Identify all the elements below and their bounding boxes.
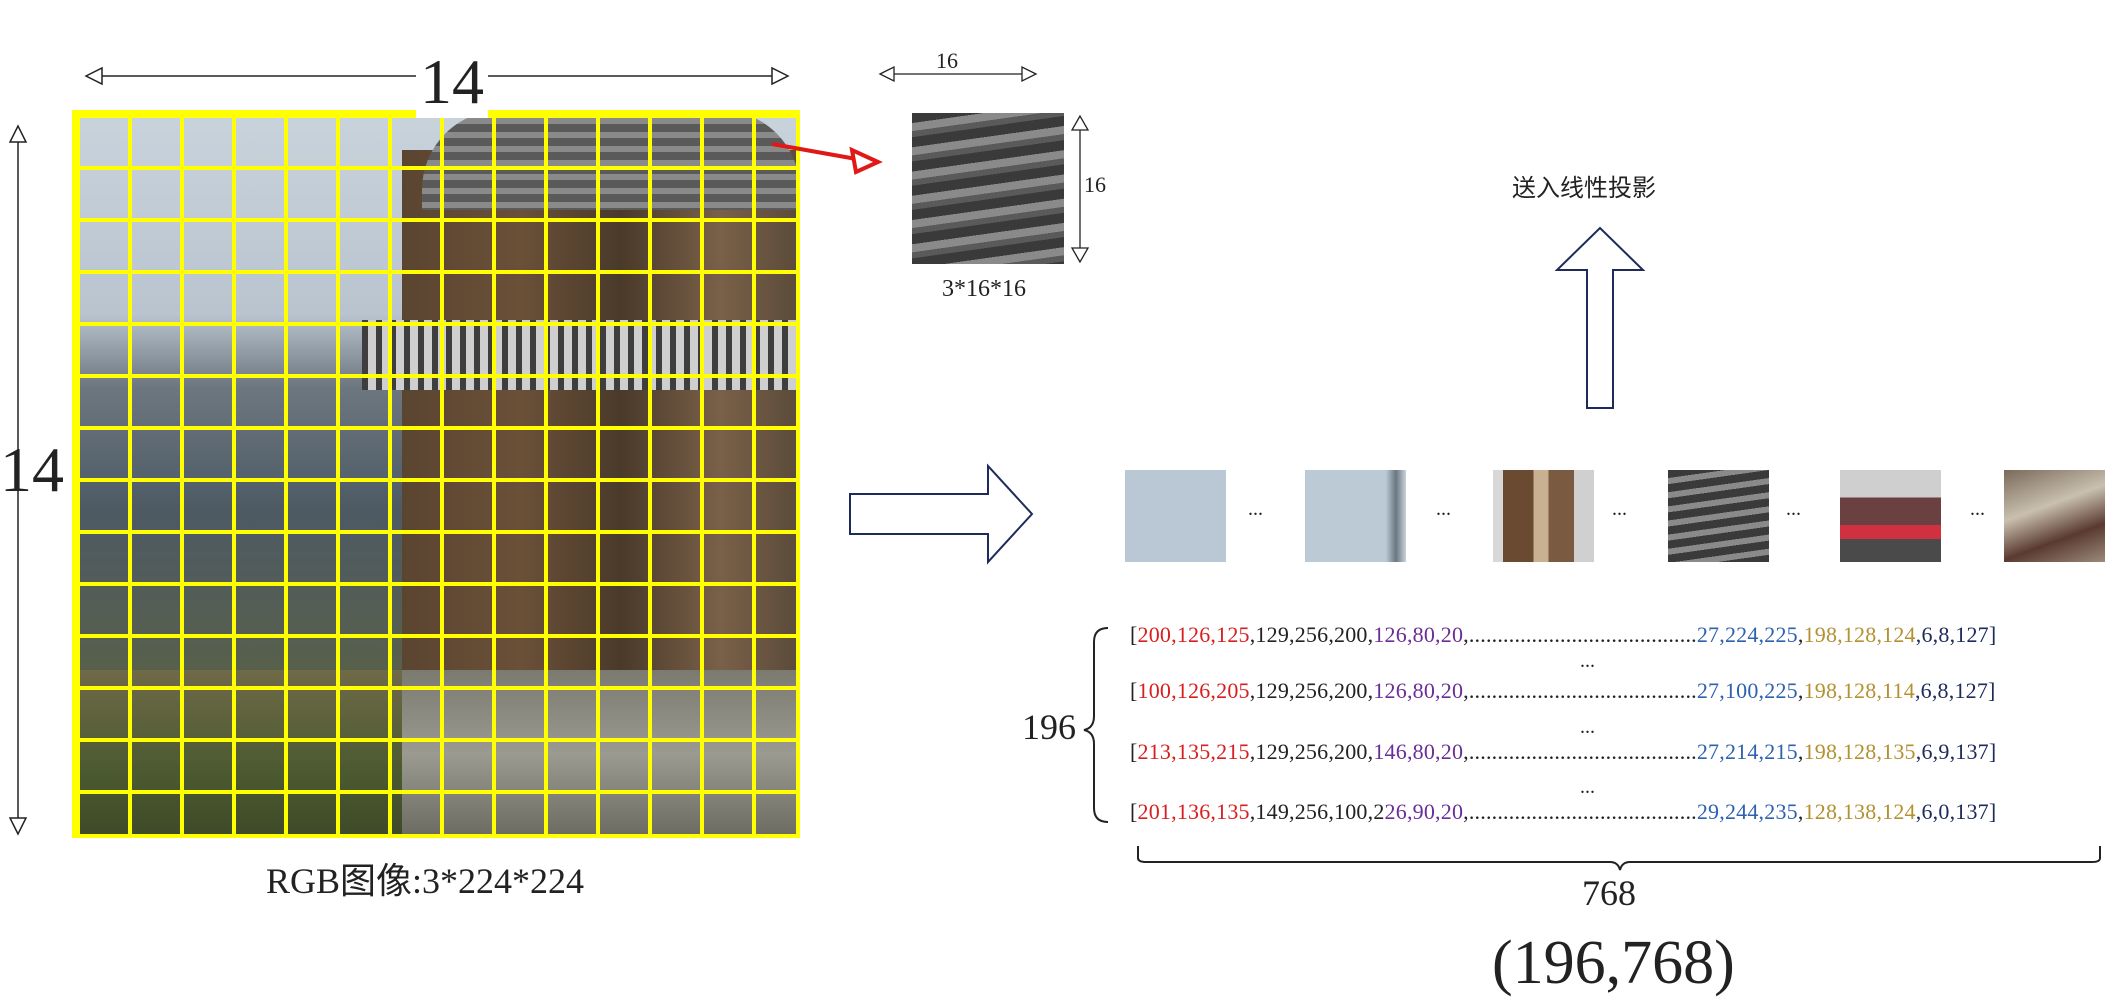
patch-width-label: 16 <box>936 48 958 73</box>
row-values-purple: 146,80,20 <box>1373 739 1464 764</box>
seq-ellipsis-2: ... <box>1436 498 1451 520</box>
flatten-arrow <box>849 463 1034 565</box>
dims-brace <box>1137 846 2101 871</box>
row-bracket: [ <box>1130 622 1138 647</box>
row-values-gold: 198,128,135 <box>1803 739 1916 764</box>
row-dots: ,.......................................… <box>1463 799 1697 824</box>
seq-ellipsis-1: ... <box>1248 498 1263 520</box>
shape-label: (196,768) <box>1492 929 1735 997</box>
patch-height-label: 16 <box>1084 172 1106 197</box>
row-dim-label: 768 <box>1582 873 1636 913</box>
row-values-purple: 26,90,20 <box>1384 799 1464 824</box>
row-values-red: 100,126,205 <box>1137 678 1250 703</box>
patch-width-arrow-right <box>1021 65 1038 83</box>
row-values-black: ,149,256,100,2 <box>1249 799 1385 824</box>
row-ellipsis-3: ... <box>1580 776 1595 798</box>
row-values-red: 213,135,215 <box>1137 739 1250 764</box>
seq-patch-4 <box>1668 470 1769 562</box>
row-comma: , <box>1797 678 1804 703</box>
seq-patch-1 <box>1125 470 1226 562</box>
seq-patch-3 <box>1493 470 1594 562</box>
row-bracket: [ <box>1130 739 1138 764</box>
patched-image <box>72 110 800 838</box>
rows-count-label: 196 <box>1022 707 1076 747</box>
rgb-caption: RGB图像:3*224*224 <box>266 861 585 901</box>
patch-grid <box>72 110 800 838</box>
seq-patch-5 <box>1840 470 1941 562</box>
row-dots: ,.......................................… <box>1463 622 1697 647</box>
top-arrowhead-left <box>84 66 103 86</box>
row-bracket: [ <box>1130 799 1138 824</box>
seq-patch-6 <box>2004 470 2105 562</box>
row-values-gold: 198,128,124 <box>1803 622 1916 647</box>
row-values-gold: 198,128,114 <box>1803 678 1915 703</box>
red-arrowhead <box>849 146 883 175</box>
projection-arrow <box>1554 226 1646 409</box>
row-values-blue: 27,100,225 <box>1696 678 1798 703</box>
row-values-gold: 128,138,124 <box>1803 799 1916 824</box>
row-values-black: ,129,256,200, <box>1249 739 1374 764</box>
matrix-row-4: [201,136,135,149,256,100,226,90,20,.....… <box>1130 799 1996 825</box>
matrix-row-2: [100,126,205,129,256,200,126,80,20,.....… <box>1130 678 1996 704</box>
seq-ellipsis-4: ... <box>1786 498 1801 520</box>
row-dots: ,.......................................… <box>1463 739 1697 764</box>
row-comma: , <box>1797 799 1804 824</box>
single-patch <box>912 113 1064 264</box>
grid-top-label: 14 <box>416 46 488 118</box>
red-arrow-line <box>771 142 863 162</box>
rows-brace <box>1083 627 1109 823</box>
row-values-navy: ,6,9,137] <box>1915 739 1997 764</box>
patch-height-arrow-bottom <box>1070 247 1090 264</box>
row-values-blue: 29,244,235 <box>1696 799 1798 824</box>
seq-patch-2 <box>1305 470 1406 562</box>
patch-height-arrow-top <box>1070 114 1090 131</box>
projection-label: 送入线性投影 <box>1512 174 1656 202</box>
matrix-row-1: [200,126,125,129,256,200,126,80,20,.....… <box>1130 622 1996 648</box>
left-arrowhead-top <box>8 124 28 143</box>
row-values-navy: ,6,0,137] <box>1915 799 1997 824</box>
left-arrowhead-bottom <box>8 817 28 836</box>
row-values-blue: 27,214,215 <box>1696 739 1798 764</box>
row-comma: , <box>1797 739 1804 764</box>
row-bracket: [ <box>1130 678 1138 703</box>
row-dots: ,.......................................… <box>1463 678 1697 703</box>
row-values-purple: 126,80,20 <box>1373 622 1464 647</box>
matrix-row-3: [213,135,215,129,256,200,146,80,20,.....… <box>1130 739 1996 765</box>
grid-left-label: 14 <box>0 434 64 505</box>
seq-ellipsis-5: ... <box>1970 498 1985 520</box>
row-values-red: 201,136,135 <box>1137 799 1250 824</box>
row-values-black: ,129,256,200, <box>1249 678 1374 703</box>
row-values-purple: 126,80,20 <box>1373 678 1464 703</box>
row-ellipsis-2: ... <box>1580 716 1595 738</box>
top-arrowhead-right <box>771 66 790 86</box>
patch-caption: 3*16*16 <box>942 276 1026 302</box>
row-values-black: ,129,256,200, <box>1249 622 1374 647</box>
patch-width-arrow-left <box>878 65 895 83</box>
row-values-navy: ,6,8,127] <box>1914 678 1996 703</box>
row-values-red: 200,126,125 <box>1137 622 1250 647</box>
row-values-blue: 27,224,225 <box>1696 622 1798 647</box>
row-comma: , <box>1797 622 1804 647</box>
seq-ellipsis-3: ... <box>1612 498 1627 520</box>
row-ellipsis-1: ... <box>1580 650 1595 672</box>
row-values-navy: ,6,8,127] <box>1915 622 1997 647</box>
